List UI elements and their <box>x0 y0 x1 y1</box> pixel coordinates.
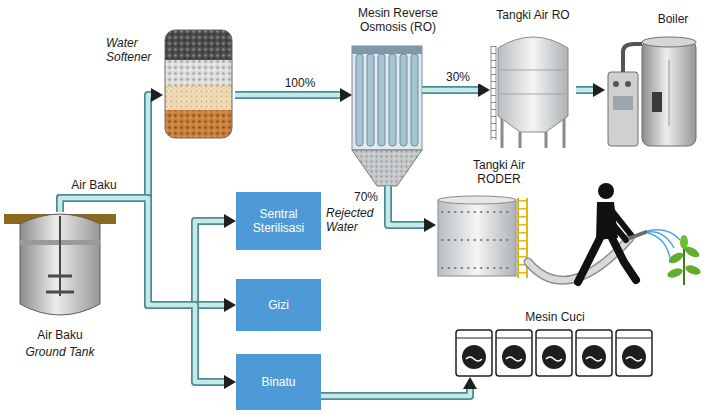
process-box: Gizi <box>236 279 321 331</box>
equipment-label: Boiler <box>647 12 699 26</box>
text-label: Air Baku <box>66 178 122 192</box>
equipment-label: Tangki Air RODER <box>466 158 532 186</box>
ro-machine: Mesin Reverse Osmosis (RO) <box>352 45 422 186</box>
washing-machines-art <box>456 330 652 376</box>
washing-machines: Mesin Cuci <box>455 330 653 377</box>
roder-water-tank: Tangki Air RODER <box>436 196 530 278</box>
text-label: Rejected Water <box>326 206 382 234</box>
pipe-core <box>388 186 426 225</box>
ground-tank: Air BakuGround Tank <box>10 212 110 324</box>
arrow-head <box>424 218 436 232</box>
box-label: Binatu <box>255 375 301 389</box>
pipe-outline <box>235 91 342 99</box>
water-pipe <box>576 83 605 97</box>
pipe-core <box>60 198 226 305</box>
water-softener-art <box>165 30 232 138</box>
arrow-head <box>224 214 236 228</box>
plant <box>666 235 702 285</box>
boiler: Boiler <box>605 32 700 148</box>
equipment-label: Mesin Cuci <box>515 310 595 324</box>
arrow-head <box>593 83 605 97</box>
arrow-head <box>463 377 477 389</box>
ro-machine-art <box>352 46 422 186</box>
roder-tank-art <box>438 196 527 278</box>
flow-percent: 70% <box>334 190 378 204</box>
pipe-core <box>576 88 595 93</box>
arrow-head <box>151 88 163 102</box>
equipment-label: Air Baku <box>5 328 115 342</box>
water-pipe <box>60 198 236 389</box>
ro-water-tank: Tangki Air RO <box>490 30 576 148</box>
ro-tank-art <box>491 37 568 148</box>
pipe-outline <box>60 198 226 305</box>
equipment-label: Ground Tank <box>5 345 115 359</box>
flow-percent: 30% <box>434 70 482 84</box>
water-pipe <box>60 88 163 212</box>
water-pipe <box>321 377 477 396</box>
process-box: Binatu <box>236 354 321 410</box>
arrow-head <box>478 83 490 97</box>
water-softener: Water Softener <box>163 30 235 140</box>
pipe-outline <box>422 86 480 94</box>
ground-tank-art <box>4 214 116 315</box>
box-label: Sentral Sterilisasi <box>236 207 321 235</box>
box-label: Gizi <box>262 298 295 312</box>
equipment-label: Mesin Reverse Osmosis (RO) <box>350 6 446 34</box>
equipment-label: Water Softener <box>106 36 160 64</box>
water-pipe <box>235 88 352 102</box>
pipe-outline <box>321 387 470 396</box>
pipe-core <box>422 88 480 93</box>
equipment-label: Tangki Air RO <box>488 8 578 22</box>
pipe-outline <box>388 186 426 225</box>
pipe-outline <box>576 86 595 94</box>
flow-percent: 100% <box>276 76 324 90</box>
water-pipe <box>422 83 490 97</box>
boiler-art <box>608 37 696 146</box>
pipe-core <box>60 198 226 305</box>
arrow-head <box>340 88 352 102</box>
arrow-head <box>224 298 236 312</box>
pipe-outline <box>60 198 226 305</box>
pipe-core <box>235 93 342 98</box>
pipe-core <box>321 387 470 396</box>
watering-person <box>528 183 680 282</box>
water-pipe <box>388 186 436 232</box>
arrow-head <box>224 375 236 389</box>
process-box: Sentral Sterilisasi <box>236 192 321 250</box>
